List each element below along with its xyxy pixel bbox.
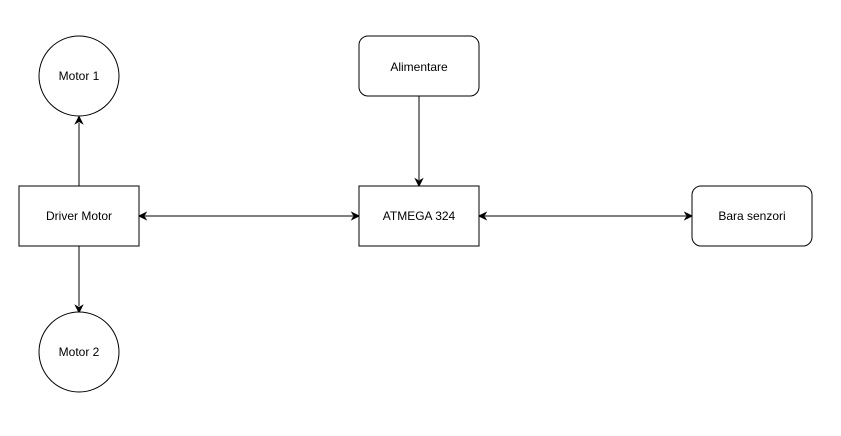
node-alimentare: Alimentare bbox=[358, 35, 480, 97]
node-motor2-label: Motor 2 bbox=[59, 345, 100, 359]
node-atmega-label: ATMEGA 324 bbox=[383, 209, 456, 223]
node-alimentare-label: Alimentare bbox=[390, 60, 448, 74]
node-driver-motor-label: Driver Motor bbox=[46, 209, 112, 223]
edge-alimentare-atmega bbox=[414, 96, 424, 188]
node-driver-motor: Driver Motor bbox=[18, 185, 140, 247]
node-motor1-label: Motor 1 bbox=[59, 69, 100, 83]
node-bara-senzori-label: Bara senzori bbox=[718, 209, 785, 223]
edge-driver-motor1 bbox=[74, 115, 84, 186]
node-atmega: ATMEGA 324 bbox=[358, 185, 480, 247]
edge-driver-motor2 bbox=[74, 246, 84, 314]
edge-atmega-bara bbox=[477, 211, 694, 221]
node-motor1: Motor 1 bbox=[38, 35, 120, 117]
node-motor2: Motor 2 bbox=[38, 311, 120, 393]
edge-driver-atmega bbox=[137, 211, 361, 221]
node-bara-senzori: Bara senzori bbox=[691, 185, 813, 247]
